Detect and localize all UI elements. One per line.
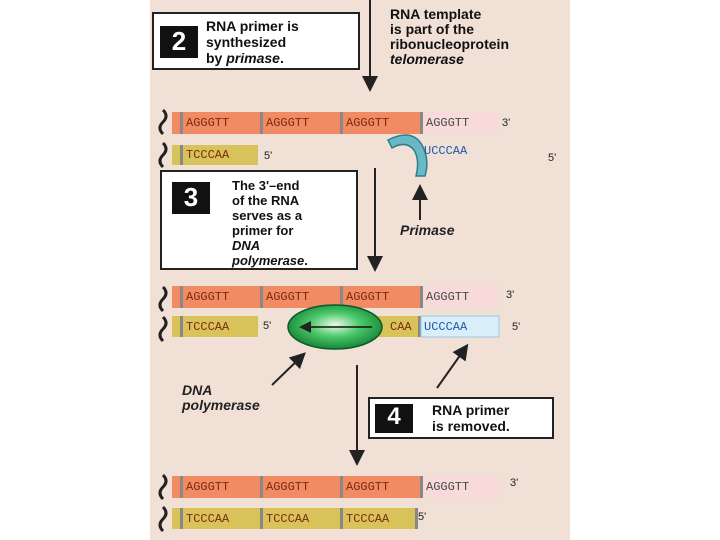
primer-removed-pointer [436, 343, 469, 389]
rna-template-note: RNA template is part of the ribonucleopr… [390, 7, 509, 67]
step3-line4: primer for [232, 223, 294, 238]
row1-top-rna [422, 112, 498, 134]
step4-line2: is removed. [432, 418, 510, 434]
row1-bottom-end: 5' [264, 150, 273, 162]
row3-bottom-seg-3: TCCCAA [346, 512, 390, 526]
template-note-line1: RNA template [390, 6, 482, 22]
template-note-line2: is part of the [390, 21, 475, 37]
row3-strands [158, 473, 498, 533]
primase-label: Primase [400, 222, 455, 238]
row2-top-seg-1: AGGGTT [186, 290, 230, 304]
row2-top-seg-2: AGGGTT [266, 290, 310, 304]
row3-bottom-seg-1: TCCCAA [186, 512, 230, 526]
row3-top-dna [172, 476, 422, 498]
row3-top-end: 3' [510, 477, 519, 489]
row3-bottom-end: 5' [418, 511, 427, 523]
step2-number: 2 [160, 26, 198, 58]
row1-strands [158, 108, 498, 169]
step3-text: The 3'–end of the RNA serves as a primer… [232, 178, 308, 268]
step2-text: RNA primer is synthesized by primase. [206, 18, 299, 66]
row1-bottom-seg-1: TCCCAA [186, 148, 230, 162]
row3-top-seg-1: AGGGTT [186, 480, 230, 494]
template-note-line3: ribonucleoprotein [390, 36, 509, 52]
row2-bottom-mid-end: 5' [263, 320, 272, 332]
row1-top-seg-1: AGGGTT [186, 116, 230, 130]
row2-bottom-seg-2: CAA [390, 320, 412, 334]
row2-primer: UCCCAA [424, 320, 468, 334]
row1-top-seg-2: AGGGTT [266, 116, 310, 130]
step4-number: 4 [375, 404, 413, 433]
step2-box: 2 RNA primer is synthesized by primase. [152, 12, 360, 70]
row3-bottom-dna [172, 508, 417, 529]
primase-shape [386, 134, 428, 177]
row1-top-dna [172, 112, 422, 134]
row2-bottom-seg-1: TCCCAA [186, 320, 230, 334]
row2-primer-end: 5' [512, 321, 521, 333]
step3-line2: of the RNA [232, 193, 300, 208]
row1-primer: UCCCAA [424, 144, 468, 158]
row1-break-mark-bottom [158, 141, 168, 169]
step4-line1: RNA primer [432, 402, 510, 418]
row1-top-end: 3' [502, 117, 511, 129]
row2-top-seg-3: AGGGTT [346, 290, 390, 304]
row1-break-mark-top [158, 108, 168, 136]
row1-primer-end: 5' [548, 152, 557, 164]
step3-number: 3 [172, 182, 210, 214]
step3-line5: DNA [232, 238, 261, 253]
row1-bottom-dna [172, 145, 258, 165]
row3-bottom-seg-2: TCCCAA [266, 512, 310, 526]
row3-top-seg-2: AGGGTT [266, 480, 310, 494]
polymerase-pointer [271, 352, 306, 386]
row1-top-seg-3: AGGGTT [346, 116, 390, 130]
row3-top-rna [422, 476, 498, 498]
step2-line3: by primase. [206, 50, 284, 66]
step2-line1: RNA primer is [206, 18, 299, 34]
row3-top-seg-4: AGGGTT [426, 480, 470, 494]
row2-bottom-dna [172, 316, 258, 337]
row2-rna-primer [420, 315, 500, 338]
row3-top-seg-3: AGGGTT [346, 480, 390, 494]
step3-line6: polymerase. [232, 253, 308, 268]
step3-box: 3 The 3'–end of the RNA serves as a prim… [160, 170, 358, 270]
row2-top-dna [172, 286, 422, 308]
row1-top-seg-4: AGGGTT [426, 116, 470, 130]
dna-polymerase-label: DNA polymerase [182, 383, 260, 413]
step4-text: RNA primer is removed. [432, 402, 510, 434]
dna-polymerase-label-line2: polymerase [182, 397, 260, 413]
step3-line1: The 3'–end [232, 178, 300, 193]
row2-top-seg-4: AGGGTT [426, 290, 470, 304]
template-note-line4: telomerase [390, 51, 464, 67]
row2-top-rna [422, 286, 498, 308]
step4-box: 4 RNA primer is removed. [368, 397, 554, 439]
dna-polymerase-label-line1: DNA [182, 382, 213, 398]
step3-line3: serves as a [232, 208, 303, 223]
row2-top-end: 3' [506, 289, 515, 301]
step2-line2: synthesized [206, 34, 287, 50]
